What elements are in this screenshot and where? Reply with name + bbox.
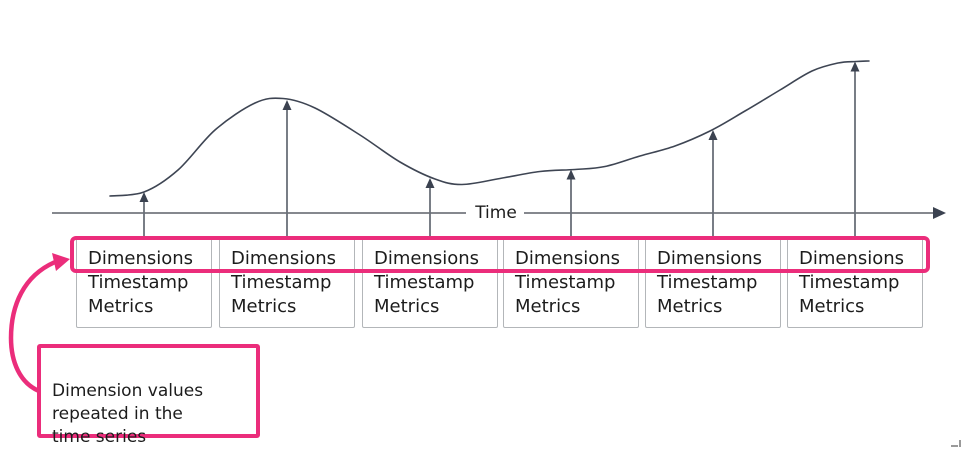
cropped-watermark-fragment [959, 440, 961, 447]
record-metrics-label: Metrics [799, 296, 865, 317]
record-box: Dimensions Timestamp Metrics [645, 237, 781, 328]
value-arrowhead [139, 192, 149, 202]
record-box: Dimensions Timestamp Metrics [362, 237, 498, 328]
callout-arrowhead [52, 253, 70, 271]
record-timestamp-label: Timestamp [515, 272, 616, 293]
value-arrowhead [425, 178, 435, 188]
record-box: Dimensions Timestamp Metrics [76, 237, 212, 328]
record-dimensions-label: Dimensions [657, 248, 763, 269]
record-dimensions-label: Dimensions [799, 248, 905, 269]
record-timestamp-label: Timestamp [374, 272, 475, 293]
callout-arrow [8, 260, 57, 394]
record-metrics-label: Metrics [374, 296, 440, 317]
record-timestamp-label: Timestamp [799, 272, 900, 293]
callout-box: Dimension values repeated in the time se… [37, 344, 260, 447]
cropped-watermark-fragment [951, 445, 958, 447]
record-metrics-label: Metrics [231, 296, 297, 317]
time-axis-arrowhead [933, 207, 946, 219]
record-dimensions-label: Dimensions [515, 248, 621, 269]
record-metrics-label: Metrics [657, 296, 723, 317]
dimensions-row-highlight [70, 236, 930, 273]
callout-text: Dimension values repeated in the time se… [52, 381, 204, 447]
record-dimensions-label: Dimensions [88, 248, 194, 269]
record-box: Dimensions Timestamp Metrics [219, 237, 355, 328]
record-dimensions-label: Dimensions [374, 248, 480, 269]
value-arrowhead [850, 61, 860, 72]
record-box: Dimensions Timestamp Metrics [503, 237, 639, 328]
record-timestamp-label: Timestamp [657, 272, 758, 293]
value-arrowhead [566, 169, 576, 180]
time-axis-label: Time [475, 203, 517, 223]
record-dimensions-label: Dimensions [231, 248, 337, 269]
value-arrowhead [282, 100, 292, 110]
record-timestamp-label: Timestamp [88, 272, 189, 293]
value-arrowhead [708, 130, 718, 140]
record-metrics-label: Metrics [515, 296, 581, 317]
record-timestamp-label: Timestamp [231, 272, 332, 293]
series-curve [109, 60, 870, 197]
record-metrics-label: Metrics [88, 296, 154, 317]
